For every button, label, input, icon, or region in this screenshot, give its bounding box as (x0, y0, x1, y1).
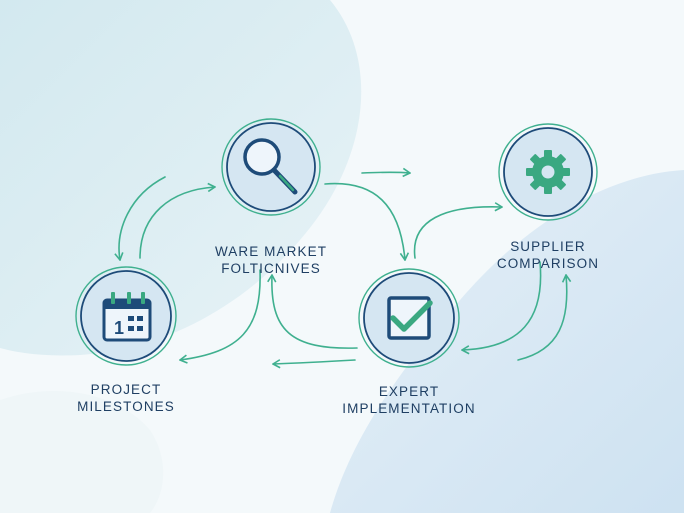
connector-milestones-left (179, 269, 261, 364)
node-market[interactable] (221, 118, 321, 216)
label-supplier-line-1: SUPPLIER (510, 239, 586, 254)
background-blob-right (330, 170, 684, 513)
connector-milestones-to-market (139, 182, 216, 259)
label-implementation-line-1: EXPERT (378, 384, 440, 399)
label-market: WARE MARKET FOLTICNIVES (206, 243, 336, 277)
node-implementation[interactable] (358, 268, 460, 368)
label-milestones-line-1: PROJECT (90, 382, 162, 397)
connector-implementation-to-market (361, 167, 411, 178)
connector-milestones-mid-to-market (267, 274, 358, 349)
label-implementation-line-2: IMPLEMENTATION (342, 401, 476, 416)
label-implementation: EXPERT IMPLEMENTATION (334, 383, 484, 417)
connector-market-to-milestones (114, 176, 166, 261)
label-market-line-2: FOLTICNIVES (221, 261, 321, 276)
connector-implementation-to-milestones (272, 359, 356, 369)
background-blob-left (0, 0, 362, 356)
checkmark-icon (387, 296, 433, 340)
label-milestones: PROJECT MILESTONES (66, 381, 186, 415)
connector-implementation-return-supplier (517, 274, 572, 361)
connector-implementation-to-supplier (413, 202, 503, 259)
connector-supplier-to-implementation (461, 261, 542, 355)
magnifier-icon (243, 138, 298, 195)
label-supplier-line-2: COMPARISON (496, 256, 600, 271)
calendar-day-number: 1 (114, 318, 124, 338)
label-milestones-line-2: MILESTONES (77, 399, 175, 414)
label-market-line-1: WARE MARKET (214, 244, 328, 259)
calendar-icon: 1 (102, 292, 152, 342)
node-milestones[interactable]: 1 (75, 266, 177, 366)
label-supplier: SUPPLIER COMPARISON (486, 238, 610, 272)
node-supplier[interactable] (498, 123, 598, 221)
gear-icon (526, 150, 570, 194)
connector-market-to-implementation (324, 182, 410, 261)
